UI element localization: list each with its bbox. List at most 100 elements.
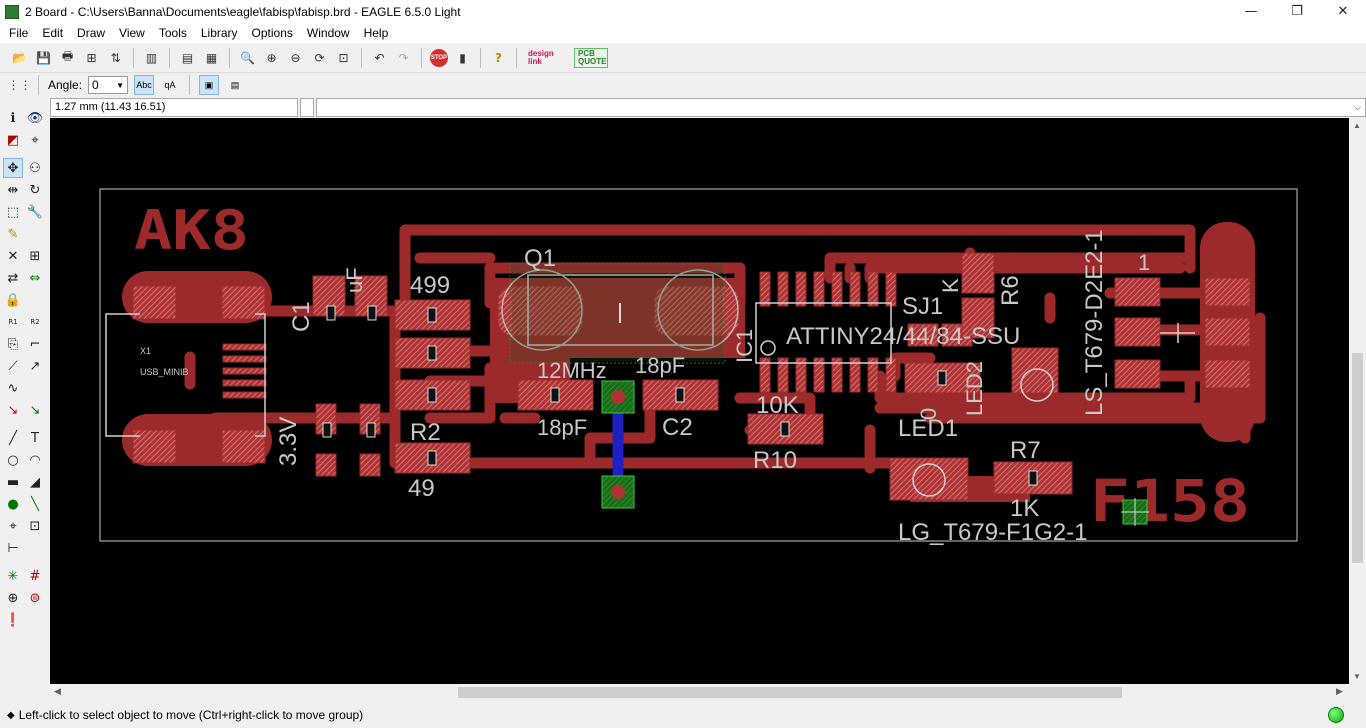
polygon-icon[interactable]: ◢ <box>30 474 40 490</box>
horizontal-scrollbar[interactable]: ◀ ▶ <box>50 684 1349 701</box>
scroll-right-icon[interactable]: ▶ <box>1336 686 1343 696</box>
add-icon[interactable]: ⊞ <box>29 248 41 264</box>
designlink-icon[interactable]: design link <box>528 48 554 66</box>
zoom-fit-icon[interactable]: 🔍 <box>240 50 255 65</box>
info-icon[interactable]: ℹ <box>10 110 16 126</box>
display-layers-icon[interactable]: ◩ <box>6 132 20 148</box>
menu-window[interactable]: Window <box>306 26 350 40</box>
route-icon[interactable]: ↘ <box>7 402 19 418</box>
mark-icon[interactable]: ⌖ <box>31 132 39 148</box>
erc-icon[interactable]: ⊜ <box>29 590 41 606</box>
delete-icon[interactable]: ✕ <box>7 248 19 264</box>
pcbquote-icon[interactable]: PCB QUOTE <box>574 47 608 68</box>
q1-label: Q1 <box>524 245 556 272</box>
via-icon[interactable]: ● <box>7 496 19 512</box>
menu-draw[interactable]: Draw <box>77 26 106 40</box>
text-icon[interactable]: T <box>31 430 39 446</box>
ripup-icon[interactable]: ↘ <box>29 402 41 418</box>
vertical-scrollbar[interactable]: ▲ ▼ <box>1349 118 1366 684</box>
ratsnest-icon[interactable]: ✳ <box>7 568 19 584</box>
padlock-icon[interactable]: 🔒 <box>4 292 22 308</box>
zoom-in-icon[interactable]: ⊕ <box>266 50 277 65</box>
menu-tools[interactable]: Tools <box>158 26 187 40</box>
show-icon[interactable]: 👁 <box>26 110 44 126</box>
optimize-icon[interactable]: ↗ <box>29 358 41 374</box>
switch-schematic-icon[interactable]: ⇅ <box>110 50 121 65</box>
open-icon[interactable]: 📂 <box>12 50 27 65</box>
name-icon[interactable]: R1 <box>8 318 18 326</box>
angle-select[interactable]: 0 ▼ <box>88 76 129 94</box>
attribute-icon[interactable]: ⊡ <box>29 518 41 534</box>
cam-processor-icon[interactable]: ⊞ <box>86 50 97 65</box>
copy-icon[interactable]: ⚇ <box>29 160 41 176</box>
menu-file[interactable]: File <box>9 26 29 40</box>
zoom-out-icon[interactable]: ⊖ <box>290 50 301 65</box>
rotate-icon[interactable]: ↻ <box>29 182 41 198</box>
save-icon[interactable]: 💾 <box>36 50 51 65</box>
errors-icon[interactable]: ❗ <box>4 612 22 628</box>
move-icon[interactable]: ✥ <box>3 158 23 178</box>
command-line-field[interactable]: ⌵ <box>316 98 1366 117</box>
layout-mode-a-icon[interactable]: ▣ <box>199 75 220 95</box>
menu-view[interactable]: View <box>119 26 145 40</box>
layout-mode-b-icon[interactable]: ▤ <box>230 79 240 90</box>
chevron-down-icon[interactable]: ⌵ <box>1354 102 1361 112</box>
fi58-label: F158 <box>1090 467 1250 535</box>
scroll-up-icon[interactable]: ▲ <box>1353 121 1361 130</box>
replace-icon[interactable]: ⇄ <box>7 270 19 286</box>
hole-icon[interactable]: ⌖ <box>9 518 17 534</box>
via-hole-top <box>611 390 625 404</box>
menu-help[interactable]: Help <box>363 26 389 40</box>
circle-icon[interactable]: ○ <box>7 452 19 468</box>
r10-label: R10 <box>753 447 797 474</box>
grid-icon[interactable]: ⋮⋮ <box>7 78 32 92</box>
lock-icon[interactable]: ⇔ <box>29 270 41 286</box>
r2-label: R2 <box>410 419 441 446</box>
board-canvas[interactable]: AK8 F158 <box>50 118 1349 684</box>
scroll-left-icon[interactable]: ◀ <box>54 686 61 696</box>
horizontal-scroll-thumb[interactable] <box>458 687 1122 698</box>
menu-edit[interactable]: Edit <box>42 26 64 40</box>
help-icon[interactable]: ? <box>495 50 502 65</box>
paste-icon[interactable]: ✎ <box>7 226 19 242</box>
arc-icon[interactable]: ◠ <box>29 452 41 468</box>
undo-icon[interactable]: ↶ <box>374 50 385 65</box>
r499-label: 499 <box>410 272 450 299</box>
mirror-icon[interactable]: ⇹ <box>7 182 19 198</box>
redraw-icon[interactable]: ⟳ <box>314 50 325 65</box>
text-mirror-icon[interactable]: qA <box>164 80 176 90</box>
library-icon[interactable]: ▥ <box>145 50 158 65</box>
wire-icon[interactable]: ╱ <box>9 430 17 446</box>
dimension-icon[interactable]: ⊢ <box>7 540 19 556</box>
smash-icon[interactable]: ⎘ <box>7 336 19 352</box>
scroll-down-icon[interactable]: ▼ <box>1353 672 1361 681</box>
autorouter-icon[interactable]: # <box>29 568 41 584</box>
menu-options[interactable]: Options <box>251 26 293 40</box>
stop-icon[interactable]: STOP <box>430 48 448 67</box>
minimize-button[interactable]: — <box>1244 4 1258 19</box>
print-icon[interactable]: 🖶 <box>61 49 74 63</box>
value-icon[interactable]: R2 <box>30 318 40 326</box>
ic1-label: IC1 <box>732 329 757 363</box>
pcb-drawing[interactable]: AK8 F158 <box>50 118 1349 684</box>
ulp-icon[interactable]: ▦ <box>205 50 218 65</box>
maximize-button[interactable]: ❐ <box>1291 4 1303 19</box>
redo-icon[interactable]: ↷ <box>398 50 409 65</box>
vertical-scroll-thumb[interactable] <box>1352 353 1363 563</box>
group-icon[interactable]: ⬚ <box>6 204 20 220</box>
signal-icon[interactable]: ╲ <box>31 496 39 512</box>
script-icon[interactable]: ▤ <box>181 50 194 65</box>
command-input[interactable] <box>321 101 1257 114</box>
split-icon[interactable]: ⟋ <box>8 358 18 374</box>
close-button[interactable]: ✕ <box>1337 4 1349 19</box>
go-icon[interactable]: ▮ <box>459 50 466 65</box>
change-icon[interactable]: 🔧 <box>26 204 44 220</box>
miter-icon[interactable]: ⌐ <box>29 336 41 352</box>
text-rotate-icon[interactable]: Abc <box>134 75 155 95</box>
status-indicator-icon <box>1328 707 1344 723</box>
meander-icon[interactable]: ∿ <box>7 380 19 396</box>
menu-library[interactable]: Library <box>200 26 238 40</box>
rect-icon[interactable]: ▬ <box>6 474 20 490</box>
zoom-select-icon[interactable]: ⊡ <box>338 50 349 65</box>
drc-icon[interactable]: ⊕ <box>7 590 19 606</box>
